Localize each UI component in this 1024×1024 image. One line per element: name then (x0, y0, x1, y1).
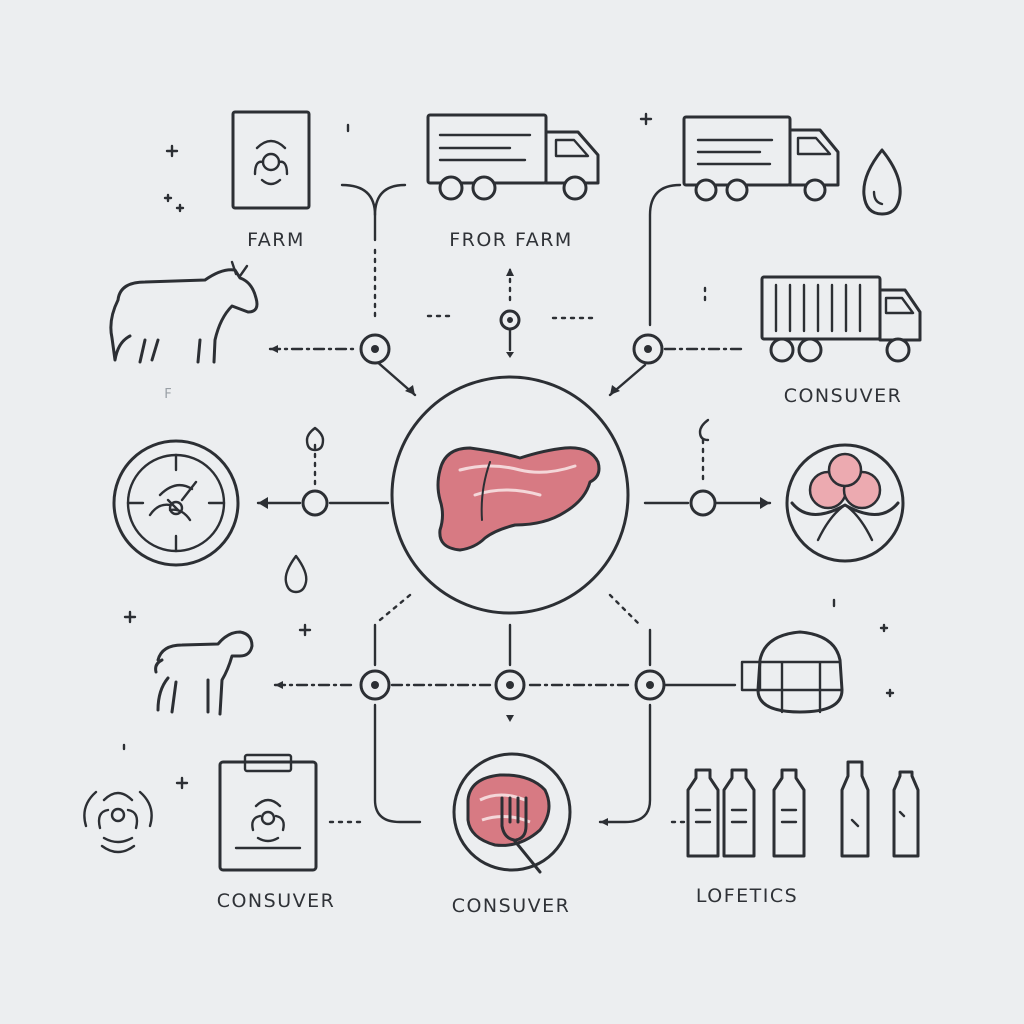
label-consumer-bottom-left: CONSUVER (216, 890, 336, 912)
arrowhead-top (506, 268, 514, 276)
truck-icon (682, 115, 840, 202)
node-top-left (359, 333, 391, 365)
arrowhead-bottles (600, 818, 608, 826)
meat-cut-icon (390, 375, 630, 615)
connector-top-left-upper (340, 183, 377, 242)
packaged-meat-icon (785, 443, 905, 563)
node-left (301, 489, 329, 517)
meat-fork-icon (452, 752, 572, 874)
label-consumer-bottom-center: CONSUVER (451, 895, 571, 917)
arrowhead-top-center (506, 352, 514, 358)
arrowhead-cow (270, 345, 278, 353)
arrowhead-right (760, 497, 770, 509)
node-top-center (499, 309, 521, 331)
biohazard-icon (83, 790, 153, 854)
arrowhead-center-tr (610, 385, 620, 395)
node-bottom-center (494, 669, 526, 701)
node-top-right (632, 333, 664, 365)
water-drop-icon (862, 148, 902, 216)
drop-node-left (305, 426, 325, 452)
arrowhead-center-tl (405, 385, 415, 395)
label-consumer-top-right: CONSUVER (783, 385, 903, 407)
bottles-icon (686, 760, 920, 858)
arrowhead-left (258, 497, 268, 509)
connector-top-left-upper-b (373, 183, 407, 217)
connector-to-clipboard (373, 703, 422, 824)
arrowhead-bottom-center (506, 715, 514, 722)
label-faint-left: F (164, 387, 172, 402)
delivery-truck-icon (426, 113, 600, 201)
node-right (689, 489, 717, 517)
label-from-farm: FROR FARM (449, 229, 573, 251)
nodes (301, 309, 717, 701)
label-farm: FARM (247, 229, 305, 251)
cow-icon (109, 260, 259, 364)
connector-top-right (648, 183, 682, 327)
label-logistics: LOFETICS (695, 885, 799, 907)
sparkle-decorations (122, 112, 895, 790)
sheep-icon (154, 630, 254, 716)
arrowhead-sheep (275, 681, 283, 689)
small-drop-icon (284, 554, 308, 594)
round-package-icon (740, 630, 844, 714)
connector-center-br (608, 593, 642, 627)
biohazard-document-icon (231, 110, 311, 210)
connector-lines (256, 183, 772, 824)
drop-node-right (698, 418, 710, 442)
connector-center-bl (378, 593, 412, 622)
arrowheads (258, 268, 770, 826)
node-bottom-right (634, 669, 666, 701)
node-bottom-left (359, 669, 391, 701)
connector-to-bottles (598, 703, 652, 824)
container-truck-icon (760, 275, 922, 363)
inspection-target-icon (112, 439, 240, 567)
biohazard-clipboard-icon (218, 753, 318, 872)
